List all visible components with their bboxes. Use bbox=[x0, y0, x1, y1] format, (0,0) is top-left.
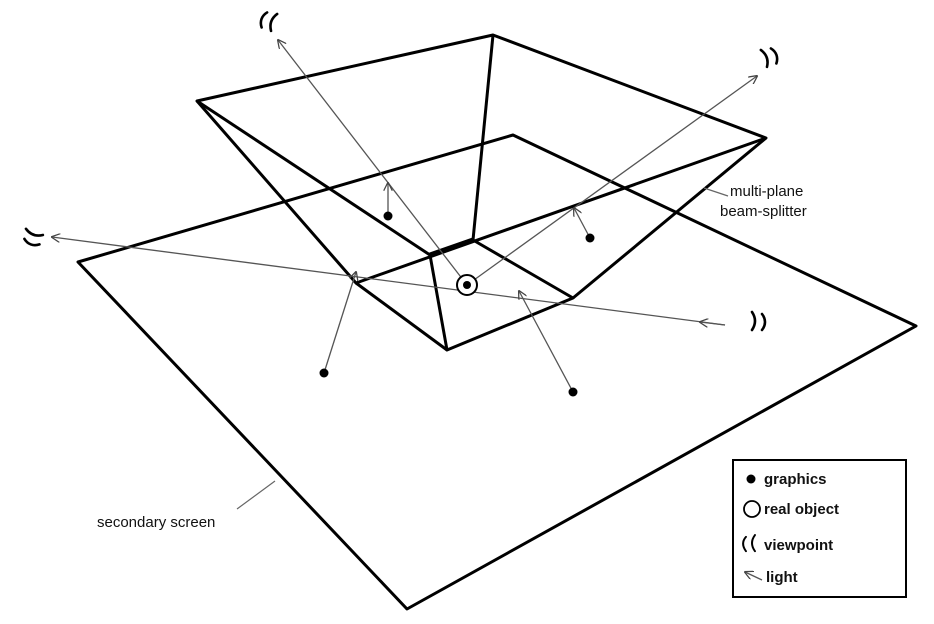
graphics-point bbox=[585, 233, 595, 243]
light-ray bbox=[323, 272, 356, 374]
legend-real-object-label: real object bbox=[764, 501, 839, 518]
legend-graphics-label: graphics bbox=[764, 471, 827, 488]
viewpoint-icon bbox=[759, 44, 781, 69]
beam-splitter-label: beam-splitter bbox=[720, 203, 807, 220]
light-ray bbox=[519, 291, 574, 393]
legend-light-icon bbox=[745, 572, 763, 581]
viewpoint-icon bbox=[257, 8, 279, 33]
light-ray bbox=[574, 208, 591, 239]
light-ray bbox=[700, 322, 726, 325]
beam-splitter-leader bbox=[703, 187, 729, 197]
beam-splitter-edge bbox=[355, 281, 448, 352]
legend-viewpoint-icon bbox=[742, 534, 756, 553]
beam-splitter-label: multi-plane bbox=[730, 183, 803, 200]
legend-graphics-icon bbox=[746, 474, 756, 484]
beam-splitter-edge bbox=[471, 34, 495, 241]
secondary-screen-leader bbox=[236, 480, 276, 510]
graphics-point bbox=[568, 387, 578, 397]
legend-light-label: light bbox=[766, 569, 798, 586]
secondary-screen-plane bbox=[76, 133, 918, 611]
beam-splitter-bottom bbox=[428, 238, 575, 352]
beam-splitter-edge bbox=[196, 99, 431, 257]
light-ray bbox=[278, 40, 468, 286]
graphics-point bbox=[383, 211, 393, 221]
viewpoint-icon bbox=[750, 310, 767, 332]
legend-real-object-icon bbox=[743, 500, 761, 518]
light-ray bbox=[52, 237, 726, 326]
legend-viewpoint-label: viewpoint bbox=[764, 537, 833, 554]
secondary-screen-label: secondary screen bbox=[97, 514, 215, 531]
viewpoint-icon bbox=[20, 227, 45, 249]
light-ray bbox=[466, 76, 757, 286]
legend: graphics real object viewpoint light bbox=[732, 459, 907, 598]
real-object bbox=[456, 274, 478, 296]
beam-splitter-edge bbox=[572, 136, 767, 300]
graphics-point bbox=[319, 368, 329, 378]
